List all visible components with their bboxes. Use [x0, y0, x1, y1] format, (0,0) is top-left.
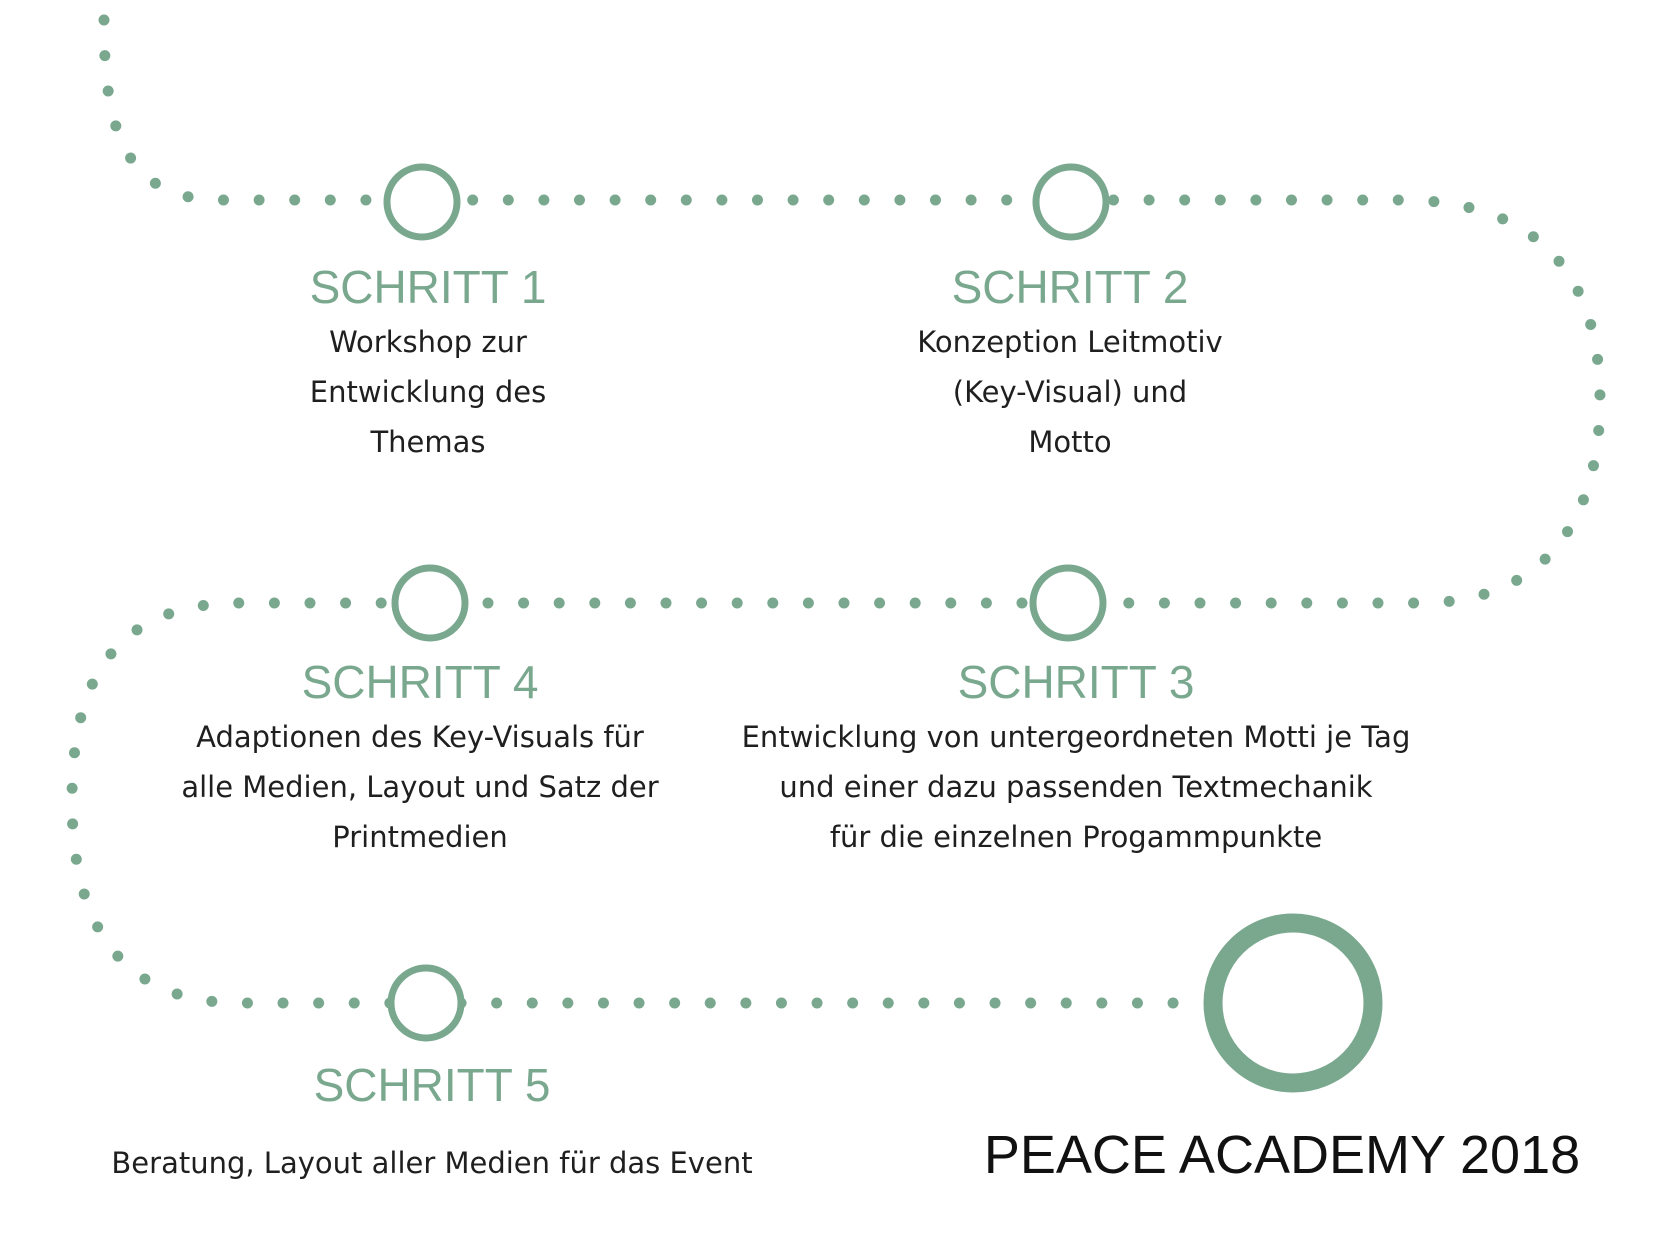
dotted-timeline-path: [66, 14, 1606, 1009]
step-2-marker: [1032, 163, 1110, 241]
step-2-line-2: (Key-Visual) und: [953, 375, 1187, 409]
step-2-line-3: Motto: [1028, 425, 1111, 459]
step-4-title: SCHRITT 4: [302, 656, 539, 708]
step-3-title: SCHRITT 3: [958, 656, 1195, 708]
step-1-line-3: Themas: [369, 425, 485, 459]
step-3-line-2: und einer dazu passenden Textmechanik: [779, 770, 1372, 804]
step-4-marker: [391, 564, 469, 642]
step-2-title: SCHRITT 2: [952, 261, 1189, 313]
step-1-line-2: Entwicklung des: [310, 375, 546, 409]
step-5-marker: [387, 964, 465, 1042]
step-1-line-1: Workshop zur: [329, 325, 527, 359]
goal-title: PEACE ACADEMY 2018: [984, 1125, 1580, 1185]
step-4-line-3: Printmedien: [332, 820, 508, 854]
step-5-title: SCHRITT 5: [314, 1059, 551, 1111]
step-3-line-3: für die einzelnen Progammpunkte: [830, 820, 1322, 854]
step-3-line-1: Entwicklung von untergeordneten Motti je…: [742, 720, 1411, 754]
step-4-line-2: alle Medien, Layout und Satz der: [181, 770, 658, 804]
step-2-line-1: Konzeption Leitmotiv: [917, 325, 1222, 359]
step-5-line-1: Beratung, Layout aller Medien für das Ev…: [111, 1146, 752, 1180]
step-1-title: SCHRITT 1: [310, 261, 547, 313]
goal-marker: [1203, 913, 1383, 1093]
step-1-marker: [383, 163, 461, 241]
step-4-line-1: Adaptionen des Key-Visuals für: [196, 720, 644, 754]
step-3-marker: [1029, 564, 1107, 642]
